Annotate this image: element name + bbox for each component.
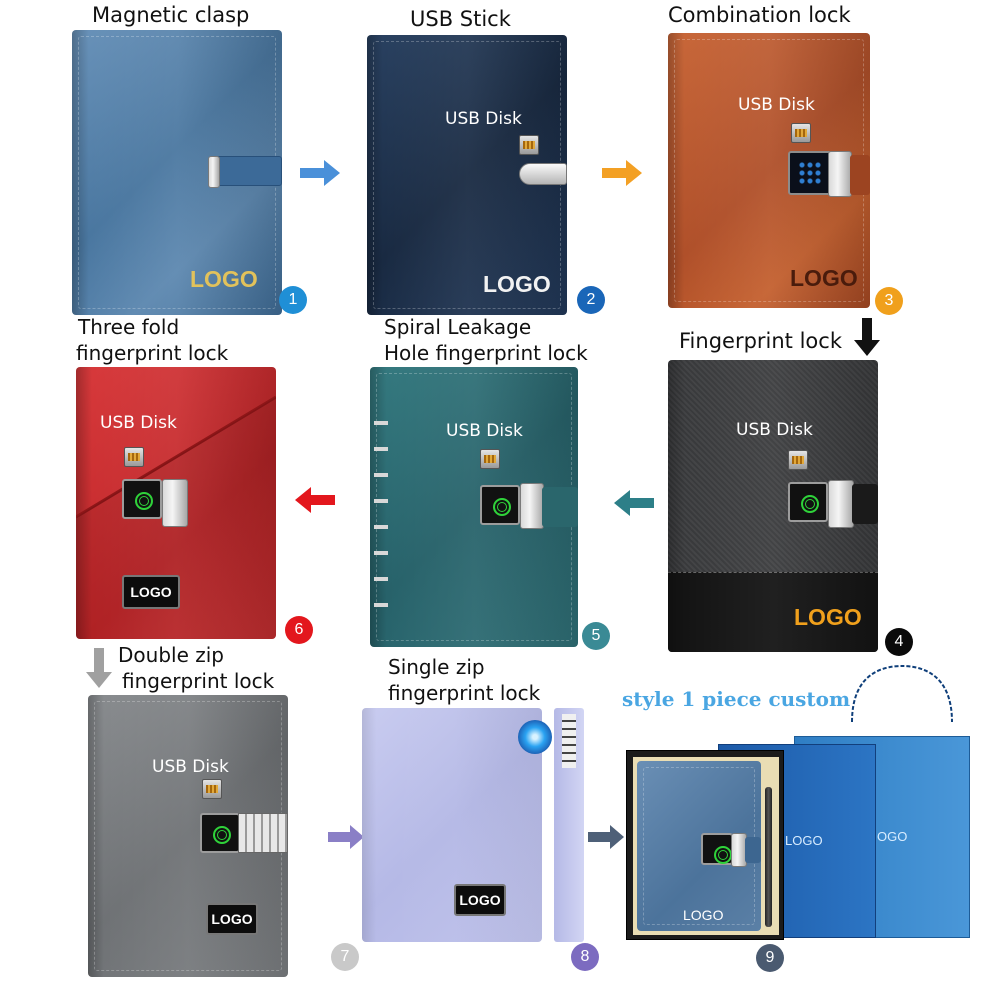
product-5-number-badge: 5	[582, 622, 610, 650]
magnetic-clasp-buckle	[208, 156, 220, 188]
product-6-notebook: USB Disk LOGO	[76, 367, 276, 639]
product-2-logo: LOGO	[483, 271, 551, 297]
arrow-4-to-5	[614, 490, 654, 516]
fingerprint-glow-icon	[518, 720, 552, 754]
product-5-notebook: USB Disk	[370, 367, 578, 647]
usb-port-icon	[124, 447, 144, 467]
product-4-label: Fingerprint lock	[679, 329, 842, 353]
product-3-notebook: USB Disk LOGO	[668, 33, 870, 308]
gift-bag-handle	[851, 664, 953, 723]
clasp-strap	[850, 155, 870, 195]
product-2-label: USB Stick	[410, 7, 511, 31]
usb-port-icon	[519, 135, 539, 155]
arrow-down-icon	[854, 318, 880, 356]
product-1-number-badge: 1	[279, 286, 307, 314]
arrow-left-icon	[295, 487, 335, 513]
clasp-strap	[542, 487, 578, 527]
clasp-buckle	[520, 483, 544, 529]
usb-port-icon	[788, 450, 808, 470]
arrow-1-to-2	[300, 160, 340, 186]
gift-box-logo: LOGO	[785, 833, 823, 848]
arrow-8-to-9	[588, 825, 624, 849]
gift-bag-logo: OGO	[877, 829, 908, 844]
arrow-3-to-4	[854, 318, 880, 356]
product-1-label: Magnetic clasp	[92, 3, 250, 27]
fingerprint-sensor-icon	[480, 485, 520, 525]
fingerprint-sensor-icon	[788, 482, 828, 522]
combination-lock-keypad	[788, 151, 832, 195]
clasp-strap	[852, 484, 878, 524]
product-6-label-line2: fingerprint lock	[76, 341, 229, 365]
product-7-label-line2: fingerprint lock	[122, 669, 275, 693]
product-8-logo: LOGO	[454, 884, 506, 916]
usb-stick-icon	[519, 163, 567, 185]
product-7-number-badge: 7	[331, 943, 359, 971]
fingerprint-sensor-icon	[122, 479, 162, 519]
double-zip-dials-icon	[238, 813, 288, 853]
product-1-notebook: LOGO	[72, 30, 282, 315]
keypad-dots-icon	[798, 161, 822, 185]
product-6-number-badge: 6	[285, 616, 313, 644]
product-6-logo: LOGO	[122, 575, 180, 609]
product-1-logo: LOGO	[190, 266, 258, 292]
gift-box-tray: LOGO	[626, 750, 784, 940]
fingerprint-sensor-icon	[701, 833, 733, 865]
clasp-buckle	[828, 480, 854, 528]
cover-shading	[362, 708, 542, 942]
product-4-notebook: USB Disk LOGO	[668, 360, 878, 652]
product-9-logo: LOGO	[683, 907, 724, 923]
product-7-label-line1: Double zip	[118, 643, 224, 667]
product-9-number-badge: 9	[756, 944, 784, 972]
magnetic-strap	[214, 156, 282, 186]
product-8-notebook: LOGO	[362, 708, 542, 942]
arrow-right-icon	[602, 160, 642, 186]
leather-bottom-band	[668, 572, 878, 652]
product-2-notebook: USB Disk LOGO	[367, 35, 567, 315]
arrow-7-to-8	[328, 825, 364, 849]
arrow-2-to-3	[602, 160, 642, 186]
product-2-number-badge: 2	[577, 286, 605, 314]
pen-icon	[765, 787, 772, 927]
product-8-number-badge: 8	[571, 943, 599, 971]
product-3-disk-label: USB Disk	[738, 95, 815, 115]
arrow-left-icon	[614, 490, 654, 516]
product-5-label-line2: Hole fingerprint lock	[384, 341, 588, 365]
usb-port-icon	[480, 449, 500, 469]
product-8-label-line1: Single zip	[388, 655, 485, 679]
product-4-number-badge: 4	[885, 628, 913, 656]
product-6-disk-label: USB Disk	[100, 413, 177, 433]
product-4-disk-label: USB Disk	[736, 420, 813, 440]
product-3-label: Combination lock	[668, 3, 851, 27]
product-8-spine	[518, 708, 584, 942]
clasp-strap	[745, 837, 761, 863]
arrow-right-icon	[328, 825, 364, 849]
spiral-rings-icon	[374, 407, 388, 627]
usb-port-icon	[202, 779, 222, 799]
product-6-label-line1: Three fold	[78, 315, 180, 339]
product-3-number-badge: 3	[875, 287, 903, 315]
product-3-logo: LOGO	[790, 265, 858, 291]
product-8-label-line2: fingerprint lock	[388, 681, 541, 705]
arrow-6-to-7	[86, 648, 112, 688]
product-9-notebook: LOGO	[637, 761, 761, 931]
product-7-logo: LOGO	[206, 903, 258, 935]
product-7-notebook: USB Disk LOGO	[88, 695, 288, 977]
product-5-disk-label: USB Disk	[446, 421, 523, 441]
clasp-buckle	[828, 151, 852, 197]
product-9-label: style 1 piece custom	[622, 687, 851, 711]
product-4-logo: LOGO	[794, 604, 862, 630]
zip-lock-icon	[562, 714, 576, 768]
product-2-disk-label: USB Disk	[445, 109, 522, 129]
clasp-buckle	[162, 479, 188, 527]
product-5-label-line1: Spiral Leakage	[384, 315, 532, 339]
fingerprint-sensor-icon	[200, 813, 240, 853]
arrow-5-to-6	[295, 487, 335, 513]
product-7-disk-label: USB Disk	[152, 757, 229, 777]
arrow-down-icon	[86, 648, 112, 688]
arrow-right-icon	[300, 160, 340, 186]
arrow-right-icon	[588, 825, 624, 849]
usb-port-icon	[791, 123, 811, 143]
